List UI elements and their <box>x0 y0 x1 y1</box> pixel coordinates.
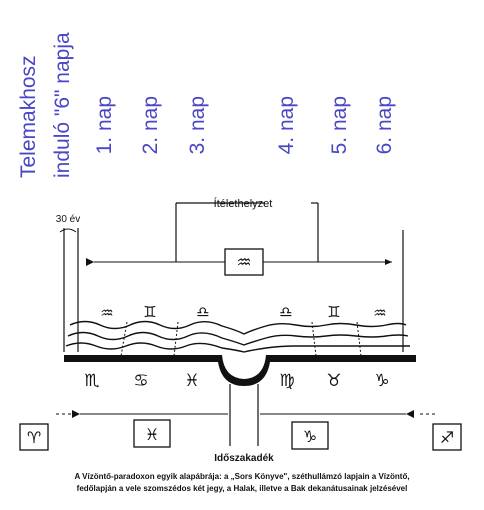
caption-line-2: fedőlapján a vele szomszédos két jegy, a… <box>76 484 408 493</box>
span-double-arrow <box>86 258 392 266</box>
lower-sign-5: ♉ <box>326 371 341 391</box>
book-cover <box>64 355 416 386</box>
bottom-box-capricorn: ♑ <box>291 421 329 450</box>
bottom-arrow-line <box>56 410 438 418</box>
bottom-box-aries: ♈ <box>19 423 49 451</box>
figure-caption: A Vízöntő-paradoxon egyik alapábrája: a … <box>20 471 464 495</box>
center-box-sign: ♒ <box>236 253 251 273</box>
upper-sign-5: ♊ <box>327 303 340 321</box>
gap-label: Időszakadék <box>214 453 274 464</box>
lower-sign-4: ♍ <box>279 371 294 391</box>
bottom-box-sign-1: ♈ <box>27 428 41 447</box>
lower-sign-6: ♑ <box>374 371 389 391</box>
upper-sign-1: ♒ <box>100 304 113 322</box>
upper-sign-3: ♎ <box>196 303 209 321</box>
upper-sign-6: ♒ <box>373 304 386 322</box>
gap-connector <box>229 384 259 446</box>
bottom-box-sign-2: ♓ <box>145 425 159 444</box>
years-label: 30 év <box>56 214 80 225</box>
book-of-fate-diagram: Ítélethelyzet 30 év ♒ ♒ ♊ ♎ ♎ ♊ <box>19 197 462 464</box>
lower-sign-2: ♋ <box>133 371 148 391</box>
judgement-bracket: Ítélethelyzet <box>175 197 319 262</box>
bottom-box-sign-3: ♑ <box>303 427 317 446</box>
years-marker: 30 év <box>56 214 80 352</box>
upper-sign-2: ♊ <box>143 303 156 321</box>
lower-sign-3: ♓ <box>184 371 199 391</box>
bottom-box-sagittarius: ♐ <box>432 423 462 451</box>
upper-sign-4: ♎ <box>279 303 292 321</box>
caption-line-1: A Vízöntő-paradoxon egyik alapábrája: a … <box>74 472 410 481</box>
upper-signs-row: ♒ ♊ ♎ ♎ ♊ ♒ <box>100 303 386 322</box>
lower-sign-1: ♏ <box>84 371 99 391</box>
center-aquarius-box: ♒ <box>224 248 264 276</box>
bottom-box-pisces: ♓ <box>133 419 171 448</box>
wavy-pages <box>65 320 410 357</box>
bottom-box-sign-4: ♐ <box>440 428 454 447</box>
lower-signs-row: ♏ ♋ ♓ ♍ ♉ ♑ <box>84 371 389 391</box>
judgement-label: Ítélethelyzet <box>214 197 273 210</box>
